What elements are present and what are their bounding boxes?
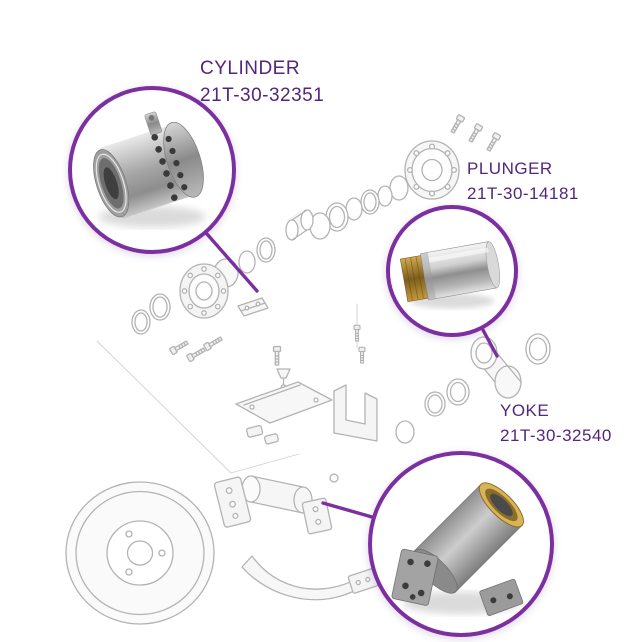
- yoke-label: YOKE: [500, 401, 550, 420]
- plunger-leader-line: [481, 328, 499, 358]
- yoke-part-number: 21T-30-32540: [500, 426, 612, 445]
- cylinder-leader-line: [205, 232, 259, 293]
- plunger-label: PLUNGER: [467, 159, 553, 178]
- plunger-part-photo: [399, 241, 501, 309]
- plunger-callout-text: PLUNGER 21T-30-14181: [467, 156, 579, 206]
- cylinder-part-photo: [93, 111, 206, 228]
- cylinder-label: CYLINDER: [200, 58, 301, 79]
- cylinder-part-number: 21T-30-32351: [200, 85, 325, 106]
- plunger-part-number: 21T-30-14181: [467, 184, 579, 203]
- yoke-callout-circle: [368, 451, 554, 637]
- plunger-callout-circle: [386, 205, 518, 337]
- cylinder-callout-text: CYLINDER 21T-30-32351: [200, 55, 324, 109]
- yoke-leader-line: [321, 501, 374, 519]
- yoke-callout-text: YOKE 21T-30-32540: [500, 398, 612, 448]
- cylinder-callout-circle: [68, 86, 236, 254]
- yoke-part-photo: [391, 482, 524, 616]
